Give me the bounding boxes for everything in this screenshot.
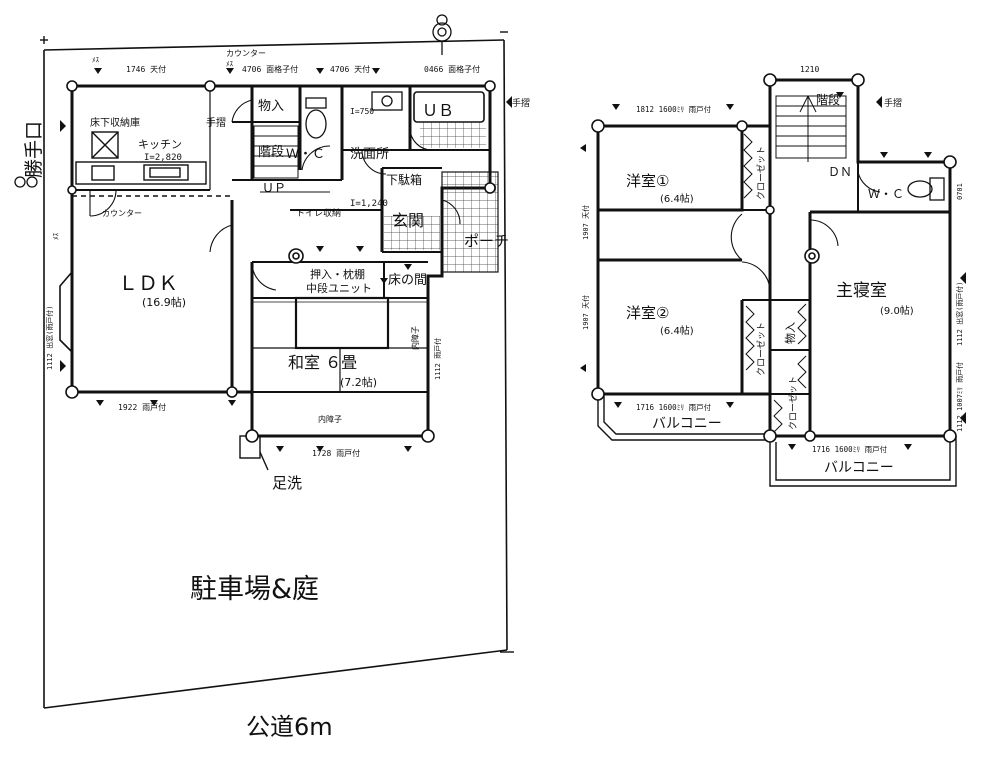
floor1-window-right-washitsu: 1112 雨戸付: [433, 338, 442, 380]
floor2-labels: 洋室① (6.4帖) 洋室② (6.4帖) 主寝室 (9.0帖) クローゼット …: [581, 65, 964, 476]
site-parking-label: 駐車場&庭: [190, 574, 319, 605]
floor2-youshitsu2-label: 洋室②: [626, 304, 669, 322]
floor1-window-top-stair: 4706 面格子付: [242, 64, 298, 74]
floor1-washitsu-tatami: [252, 296, 428, 392]
katteguchi-label: 勝手口: [23, 121, 45, 178]
floor2-window-right-wc: 0701: [956, 183, 964, 200]
boundary-markers: [40, 31, 514, 653]
floor1-bathtub-icon: [413, 91, 485, 123]
floor1-ub-label: ＵＢ: [422, 101, 454, 120]
floor1-window-top-wc: 4706 天付: [330, 64, 370, 74]
floor1-chudan-label: 中段ユニット: [306, 281, 372, 295]
floor2-dn-label: ＤＮ: [828, 165, 852, 179]
floor2-closet3-label: クローゼット: [787, 376, 799, 430]
floor2-youshitsu2-size: (6.4帖): [660, 324, 694, 337]
floor1-stairs: [253, 125, 299, 179]
floor1-washitsu-label: 和室 ６畳: [288, 353, 357, 372]
floor1-labels: ＬＤＫ (16.9帖) キッチン 床下収納庫 I=2,820 カウンター カウン…: [45, 49, 530, 492]
floor2-monoire-label: 物入: [783, 322, 797, 344]
floor2-stairs-label: 階段: [816, 92, 840, 107]
floor2-window-right-main-low: 1112 1007ﾐﾘ 雨戸付: [955, 362, 964, 432]
floor1-window-top-ub: 0466 面格子付: [424, 64, 480, 74]
floor1-tokonoma-label: 床の間: [388, 273, 427, 288]
floor2-window-left-y1: 1907 天付: [581, 205, 590, 240]
floor1-monoire-label: 物入: [258, 99, 284, 114]
floor1-up-label: ＵＰ: [262, 181, 286, 195]
floor2-youshitsu1-size: (6.4帖): [660, 192, 694, 205]
floor1-sink-icon: [371, 91, 403, 111]
floor1-genkan-tiles: [384, 216, 440, 250]
floor1-uchishoji-label: 内障子: [318, 414, 342, 424]
floor1-washitsu-size: (7.2帖): [340, 376, 377, 389]
floor1-tesuri-label: 手摺: [206, 116, 226, 129]
floor1-window-bottom-ldk: 1922 雨戸付: [118, 402, 166, 412]
floor2-shushinshitsu-label: 主寝室: [836, 280, 887, 301]
floor1-ldk-size: (16.9帖): [142, 296, 186, 309]
floor1-wc-toilet-icon: [305, 97, 327, 139]
floor2-balconies: [597, 394, 957, 487]
site-boundary: [43, 39, 508, 709]
floor1-mark1: ﾒｽ: [92, 56, 99, 64]
floor1-kitchen-length: I=2,820: [144, 153, 182, 163]
floor2-doors: [730, 171, 881, 291]
floor1-getabako-label: 下駄箱: [386, 172, 422, 187]
floor2-tesuri-label: 手摺: [884, 97, 902, 109]
floor2-balcony1-label: バルコニー: [652, 416, 722, 432]
floor1-stairs-label: 階段: [258, 145, 284, 160]
floor1-kitchen-label: キッチン: [138, 138, 182, 151]
floor2-window-right-main-mid: 1112 出窓(雨戸付): [955, 281, 964, 346]
floor2-wc-toilet-icon: [907, 177, 945, 201]
floor1-mark2: ﾒｽ: [226, 60, 233, 68]
floor2-balcony2-label: バルコニー: [824, 460, 894, 476]
floor1-window-left-ldk: 1112 出窓(雨戸付): [45, 305, 54, 370]
floor1-window-markers: [60, 68, 512, 452]
floor1-wc-label: Ｗ・Ｃ: [286, 147, 325, 162]
floor2-columns: [591, 73, 957, 443]
floor2-window-bottom-main: 1716 1600ﾐﾘ 雨戸付: [812, 444, 888, 454]
floor1-ashiarai-label: 足洗: [272, 474, 302, 492]
floor1-porch-label: ポーチ: [464, 232, 509, 250]
floor1-toilet-storage-label: トイレ収納: [296, 207, 341, 219]
floor1-l750-label: I=750: [350, 107, 374, 116]
floor1-columns: [65, 80, 496, 443]
floor1-kitchen-storage-label: 床下収納庫: [90, 116, 140, 129]
site-road-label: 公道6m: [246, 713, 333, 741]
floor2-closet-doors: [743, 133, 807, 433]
floor2-stairs: [775, 95, 847, 162]
floor2-window-bottom-y2: 1716 1600ﾐﾘ 雨戸付: [636, 402, 712, 412]
floor2-shushinshitsu-size: (9.0帖): [880, 304, 914, 317]
floor2-closet2-label: クローゼット: [755, 322, 767, 376]
floor2-walls: [596, 78, 952, 438]
floor2-youshitsu1-label: 洋室①: [626, 172, 669, 190]
floor1-window-bottom-washitsu: 1728 雨戸付: [312, 448, 360, 458]
floor1-uchishoji2-label: 内障子: [410, 326, 420, 350]
floor2-window-top-y1: 1812 1600ﾐﾘ 雨戸付: [636, 104, 712, 114]
floor2-wc-label: Ｗ・Ｃ: [868, 187, 904, 201]
floor2-window-markers: [580, 92, 966, 450]
floor1-oshiire-label: 押入・枕棚: [310, 267, 365, 281]
floor1-window-top-ldk: 1746 天付: [126, 64, 166, 74]
floor1-kitchen-fixtures: [72, 131, 232, 197]
floor1-senmen-label: 洗面所: [350, 147, 389, 162]
outdoor-faucet-icon: [14, 176, 38, 188]
floor2-closet1-label: クローゼット: [755, 146, 767, 200]
floor1-tesuri-right: 手摺: [512, 97, 530, 109]
floor1-genkan-label: 玄関: [392, 211, 424, 230]
floor1-doors: [89, 99, 461, 291]
floor1-mark3: ﾒｽ: [52, 233, 60, 240]
floor2-window-left-y2: 1907 天付: [581, 295, 590, 330]
floor2-window-top-stair: 1210: [800, 65, 819, 74]
floor1-ub-floor: [420, 122, 486, 148]
utility-meter-icon: [432, 14, 452, 55]
floor1-counter-label: カウンター: [102, 209, 142, 218]
floor1-storage-length: I=1,240: [350, 199, 388, 209]
floor1-ldk-label: ＬＤＫ: [118, 271, 178, 295]
floor1-counter2-label: カウンター: [226, 49, 266, 58]
